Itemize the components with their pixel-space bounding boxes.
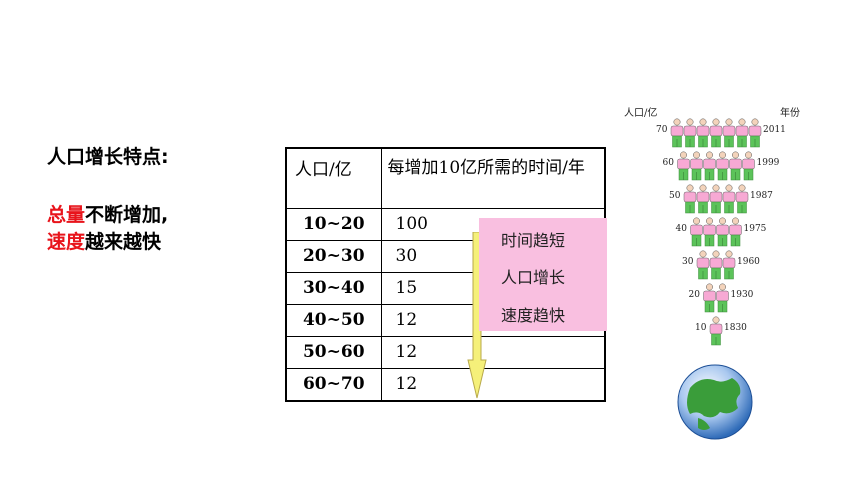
person-icon — [683, 184, 697, 214]
pyramid-header-year: 年份 — [780, 108, 800, 119]
pyramid-year-label: 2011 — [763, 125, 786, 135]
pyramid-graphic — [670, 118, 762, 440]
cell-range: 20~30 — [285, 239, 382, 273]
person-icon — [696, 184, 710, 214]
note-line: 时间趋短 — [501, 231, 566, 250]
header-population: 人口/亿 — [285, 147, 382, 209]
person-icon — [690, 151, 703, 181]
person-icon — [709, 250, 723, 280]
pyramid-population-label: 60 — [662, 158, 674, 168]
note-line: 人口增长 — [501, 268, 566, 287]
person-icon — [709, 316, 723, 346]
table-header-row: 人口/亿 每增加10亿所需的时间/年 — [285, 147, 606, 209]
person-icon — [709, 118, 723, 148]
cell-years: 12 — [380, 335, 606, 369]
cell-years: 12 — [380, 367, 606, 401]
person-icon — [716, 283, 729, 313]
person-icon — [722, 250, 736, 280]
pyramid-year-label: 1999 — [756, 158, 780, 168]
feature-highlight: 速度 — [47, 231, 86, 253]
pyramid-population-label: 40 — [675, 224, 687, 234]
person-icon — [729, 151, 742, 181]
pyramid-year-label: 1960 — [737, 257, 760, 267]
trend-note: 时间趋短 人口增长 速度趋快 — [479, 218, 607, 331]
pyramid-year-label: 1830 — [724, 323, 747, 333]
person-icon — [703, 217, 716, 247]
pyramid-population-label: 30 — [682, 257, 694, 267]
pyramid-year-label: 1987 — [750, 191, 773, 201]
pyramid-year-label: 1930 — [730, 290, 754, 300]
section-heading: 人口增长特点: — [47, 146, 169, 168]
person-icon — [696, 250, 710, 280]
cell-range: 50~60 — [285, 335, 382, 369]
feature-highlight: 总量 — [47, 204, 86, 226]
pyramid-population-label: 10 — [695, 323, 707, 333]
person-icon — [703, 283, 716, 313]
cell-range: 60~70 — [285, 367, 382, 401]
person-icon — [742, 151, 755, 181]
person-icon — [703, 151, 716, 181]
person-icon — [716, 151, 729, 181]
feature-text: 越来越快 — [85, 231, 162, 253]
person-icon — [690, 217, 703, 247]
cell-range: 30~40 — [285, 271, 382, 305]
pyramid-year-label: 1975 — [743, 224, 767, 234]
pyramid-population-label: 70 — [656, 125, 668, 135]
cell-range: 40~50 — [285, 303, 382, 337]
cell-range: 10~20 — [285, 207, 382, 241]
person-icon — [670, 118, 684, 148]
person-icon — [683, 118, 697, 148]
feature-text: 不断增加, — [85, 204, 169, 226]
pyramid-population-label: 50 — [669, 191, 681, 201]
globe-icon — [677, 364, 753, 440]
pyramid-header-population: 人口/亿 — [624, 108, 658, 119]
person-icon — [677, 151, 690, 181]
person-icon — [748, 118, 762, 148]
feature-total: 总量不断增加, — [47, 200, 168, 227]
person-icon — [729, 217, 742, 247]
person-icon — [735, 118, 749, 148]
person-icon — [722, 184, 736, 214]
person-icon — [696, 118, 710, 148]
note-line: 速度趋快 — [501, 306, 566, 325]
pyramid-population-label: 20 — [688, 290, 700, 300]
feature-speed: 速度越来越快 — [47, 227, 161, 254]
person-icon — [709, 184, 723, 214]
person-icon — [722, 118, 736, 148]
person-icon — [735, 184, 749, 214]
header-years: 每增加10亿所需的时间/年 — [380, 147, 606, 209]
person-icon — [716, 217, 729, 247]
